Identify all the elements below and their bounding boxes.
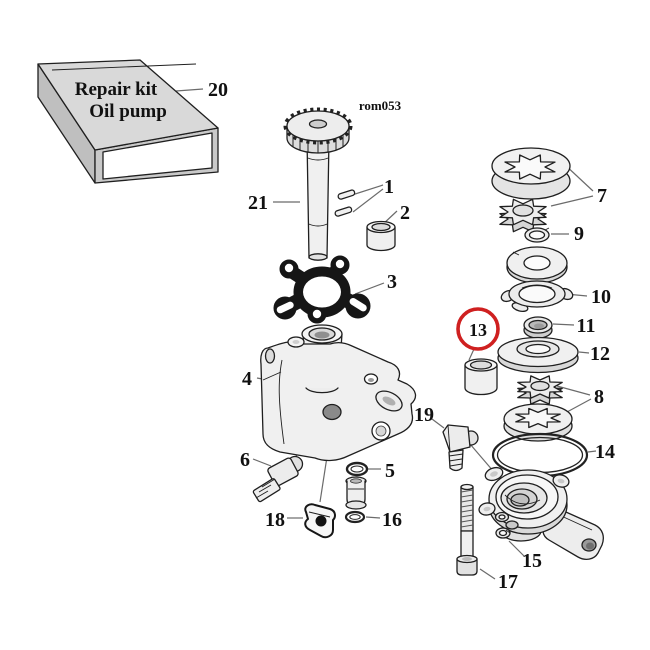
drawing-washer-12: [497, 336, 579, 374]
highlight-circle-part-13[interactable]: 13: [456, 307, 500, 351]
kit-box-title-line1: Repair kit: [75, 79, 158, 100]
callout-12: 12: [590, 343, 610, 365]
callout-19: 19: [414, 404, 434, 426]
figure-code: rom053: [359, 98, 402, 113]
drawing-repair-kit-box: Repair kit Oil pump: [37, 59, 219, 184]
callout-15: 15: [522, 550, 542, 572]
callout-18: 18: [265, 509, 285, 531]
drawing-bushing-13: [464, 358, 498, 396]
drawing-thrust-washer: [506, 246, 568, 284]
callouts: 1 2 3 4 5 6 7 8 9 10 11 12 14 15 16 17 1…: [208, 79, 615, 593]
callout-16: 16: [382, 509, 402, 531]
drawing-bushing-2: [366, 220, 396, 252]
callout-13[interactable]: 13: [469, 320, 487, 340]
callout-20: 20: [208, 79, 228, 101]
callout-11: 11: [577, 315, 596, 337]
drawing-dowel-pins: [334, 189, 356, 217]
drawing-gerotor-set-7: [491, 147, 571, 233]
callout-10: 10: [591, 286, 611, 308]
drawing-clip-18: [304, 503, 336, 539]
callout-5: 5: [385, 460, 395, 482]
callout-14: 14: [595, 441, 615, 463]
drawing-gasket: [273, 255, 371, 324]
drawing-fitting-6: [252, 455, 304, 503]
drawing-retainer-10: [500, 280, 574, 313]
drawing-oring-5-and-valve: [345, 461, 369, 510]
callout-17: 17: [498, 571, 518, 593]
drawing-gerotor-set-8: [503, 375, 573, 442]
callout-3: 3: [387, 271, 397, 293]
callout-7: 7: [597, 185, 607, 207]
drawing-fitting-19: [442, 424, 479, 472]
callout-1: 1: [384, 176, 394, 198]
drawing-seal-11: [523, 316, 553, 339]
highlight-ring[interactable]: [456, 307, 500, 351]
callout-4: 4: [242, 368, 252, 390]
drawing-bolt-17: [456, 483, 478, 576]
callout-9: 9: [574, 223, 584, 245]
drawing-pump-body: [260, 324, 417, 462]
drawing-pump-cover: [478, 466, 604, 560]
callout-6: 6: [240, 449, 250, 471]
drawing-snap-ring-9: [524, 227, 550, 243]
drawing-washers-15: [494, 511, 511, 539]
drawing-gear-shaft: [283, 107, 353, 261]
callout-21: 21: [248, 192, 268, 214]
callout-8: 8: [594, 386, 604, 408]
callout-2: 2: [400, 202, 410, 224]
kit-box-title-line2: Oil pump: [89, 101, 167, 122]
drawing-oring-16: [344, 510, 366, 524]
